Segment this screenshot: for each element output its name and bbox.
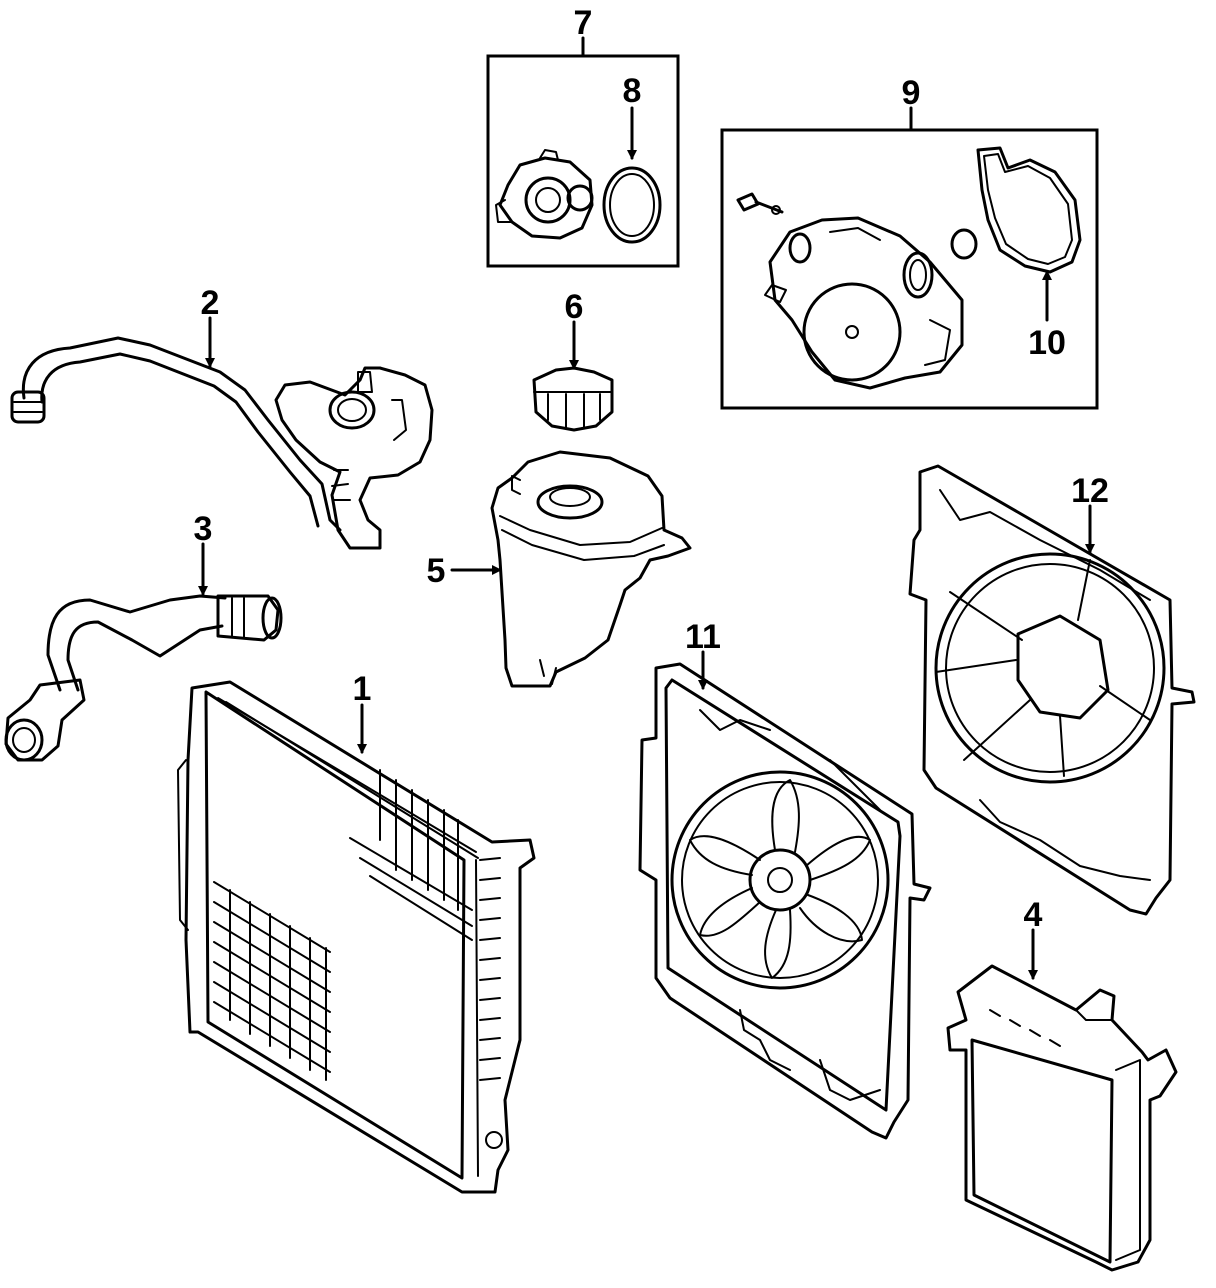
callout-8: 8	[623, 72, 642, 110]
aux-radiator-group	[946, 928, 1178, 1272]
reservoir-cap-group	[532, 320, 614, 432]
coolant-reservoir-group	[450, 450, 692, 688]
radiator-group	[177, 680, 536, 1194]
fan-blades	[689, 779, 871, 979]
callout-9: 9	[902, 74, 921, 112]
water-pump-gasket-shape	[976, 146, 1082, 274]
thermostat-seal-ring	[602, 166, 662, 244]
callout-5: 5	[427, 552, 446, 590]
water-pump-body	[764, 216, 964, 390]
lower-hose-end-upper	[216, 594, 280, 642]
callout-4: 4	[1024, 896, 1043, 934]
upper-hose-group	[10, 316, 434, 550]
lower-hose-end-lower	[4, 718, 44, 762]
thermostat-housing	[495, 149, 594, 240]
thermostat-box	[486, 54, 680, 268]
callout-6: 6	[565, 288, 584, 326]
radiator-core-grid	[213, 769, 473, 1081]
callout-10: 10	[1028, 324, 1066, 362]
upper-hose-end-left	[10, 390, 46, 424]
water-pump-group	[720, 106, 1099, 410]
callout-1: 1	[353, 670, 372, 708]
water-pump-box	[720, 128, 1099, 410]
pump-small-oring	[950, 228, 978, 260]
thermostat-assembly-group	[486, 36, 680, 268]
callout-2: 2	[201, 284, 220, 322]
callout-12: 12	[1071, 472, 1109, 510]
shroud-motor-mount	[1016, 614, 1110, 720]
fan-assembly-group	[638, 650, 932, 1140]
pump-bolt	[736, 192, 784, 215]
callout-3: 3	[194, 510, 213, 548]
fan-shroud-group	[908, 464, 1196, 916]
callout-7: 7	[574, 4, 593, 42]
callout-11: 11	[685, 618, 721, 656]
lower-hose-group	[4, 542, 283, 762]
